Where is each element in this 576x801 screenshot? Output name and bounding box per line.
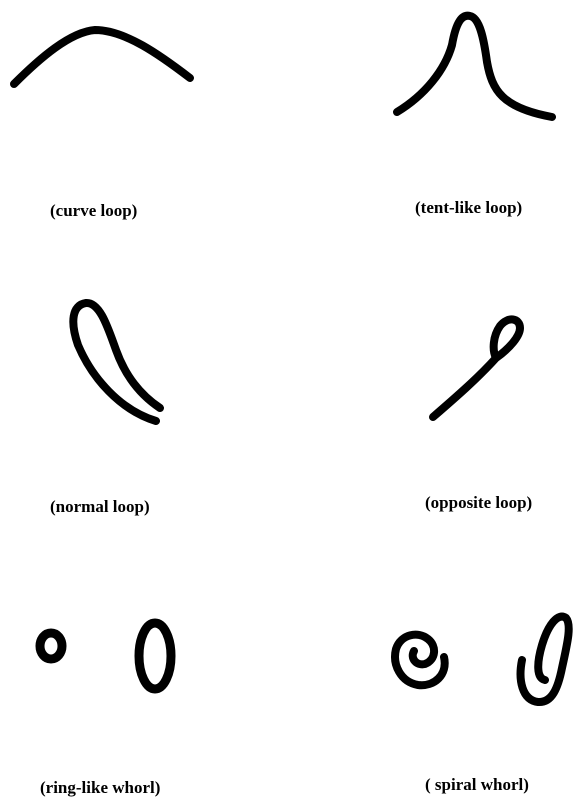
normal-loop-path — [73, 303, 160, 421]
caption-spiral-whorl: ( spiral whorl) — [425, 776, 529, 793]
caption-ring-like-whorl: (ring-like whorl) — [40, 779, 160, 796]
ring-tall-path — [139, 623, 171, 689]
caption-tent-like-loop: (tent-like loop) — [415, 199, 522, 216]
ring-small-path — [40, 633, 62, 659]
tent-like-loop-path — [397, 16, 552, 117]
caption-curve-loop: (curve loop) — [50, 202, 137, 219]
curve-loop-path — [14, 30, 190, 84]
spiral-elongated-path — [521, 617, 569, 703]
caption-opposite-loop: (opposite loop) — [425, 494, 532, 511]
opposite-loop-path — [433, 319, 520, 417]
caption-normal-loop: (normal loop) — [50, 498, 150, 515]
spiral-circle-path — [395, 635, 445, 686]
